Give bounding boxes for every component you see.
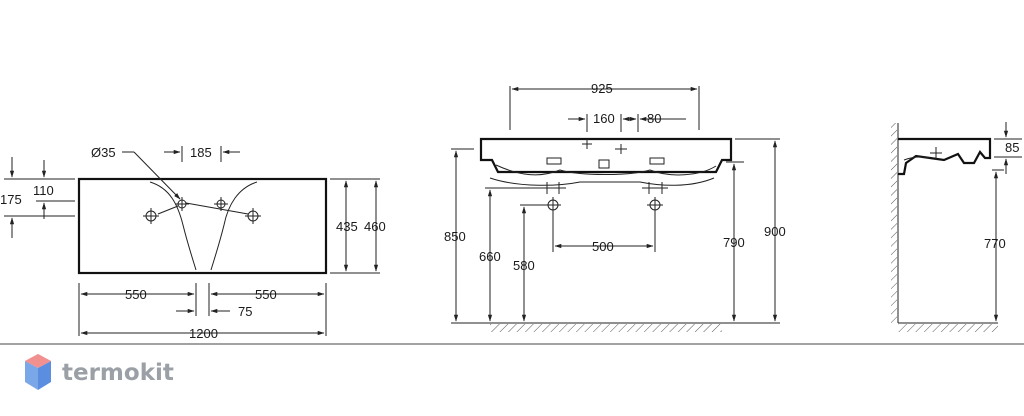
tap-hole-left-2 xyxy=(175,197,189,211)
tap-hole-right xyxy=(245,208,261,224)
logo-text: termokit xyxy=(62,360,174,386)
dim-d460: 460 xyxy=(364,219,386,234)
dim-d160: 160 xyxy=(593,111,615,126)
dim-d790: 790 xyxy=(723,235,745,250)
dim-d185: 185 xyxy=(190,145,212,160)
basin-outline xyxy=(77,177,328,275)
dim-d580: 580 xyxy=(513,258,535,273)
dim-d660: 660 xyxy=(479,249,501,264)
dim-d900: 900 xyxy=(764,224,786,239)
dim-d770: 770 xyxy=(984,236,1006,251)
left-bowl-curve xyxy=(149,181,197,271)
side-view: 85 770 xyxy=(891,122,1022,332)
dim-d110: 110 xyxy=(33,183,54,198)
top-view: Ø35 185 175 110 435 460 550 550 xyxy=(0,145,386,341)
dim-d75: 75 xyxy=(238,304,252,319)
dim-d175: 175 xyxy=(0,192,22,207)
termokit-logo: termokit xyxy=(25,354,174,390)
basin-side-profile xyxy=(898,137,992,176)
cube-icon xyxy=(25,354,51,390)
dim-d85: 85 xyxy=(1005,140,1019,155)
dim-d550-left: 550 xyxy=(125,287,147,302)
dim-d435: 435 xyxy=(336,219,358,234)
tap-hole-right-2 xyxy=(214,197,228,211)
dim-d850: 850 xyxy=(444,229,466,244)
front-view: 925 160 80 850 660 580 500 790 xyxy=(444,81,786,332)
basin-front xyxy=(479,137,733,174)
waste-symbols xyxy=(540,182,668,213)
dim-d925: 925 xyxy=(591,81,613,96)
dim-d35: Ø35 xyxy=(91,145,116,160)
dim-d500: 500 xyxy=(592,239,614,254)
tap-hole-left xyxy=(143,208,159,224)
dim-d80: 80 xyxy=(647,111,661,126)
dim-d550-right: 550 xyxy=(255,287,277,302)
right-bowl-curve xyxy=(210,181,258,271)
dim-d1200: 1200 xyxy=(189,326,218,341)
